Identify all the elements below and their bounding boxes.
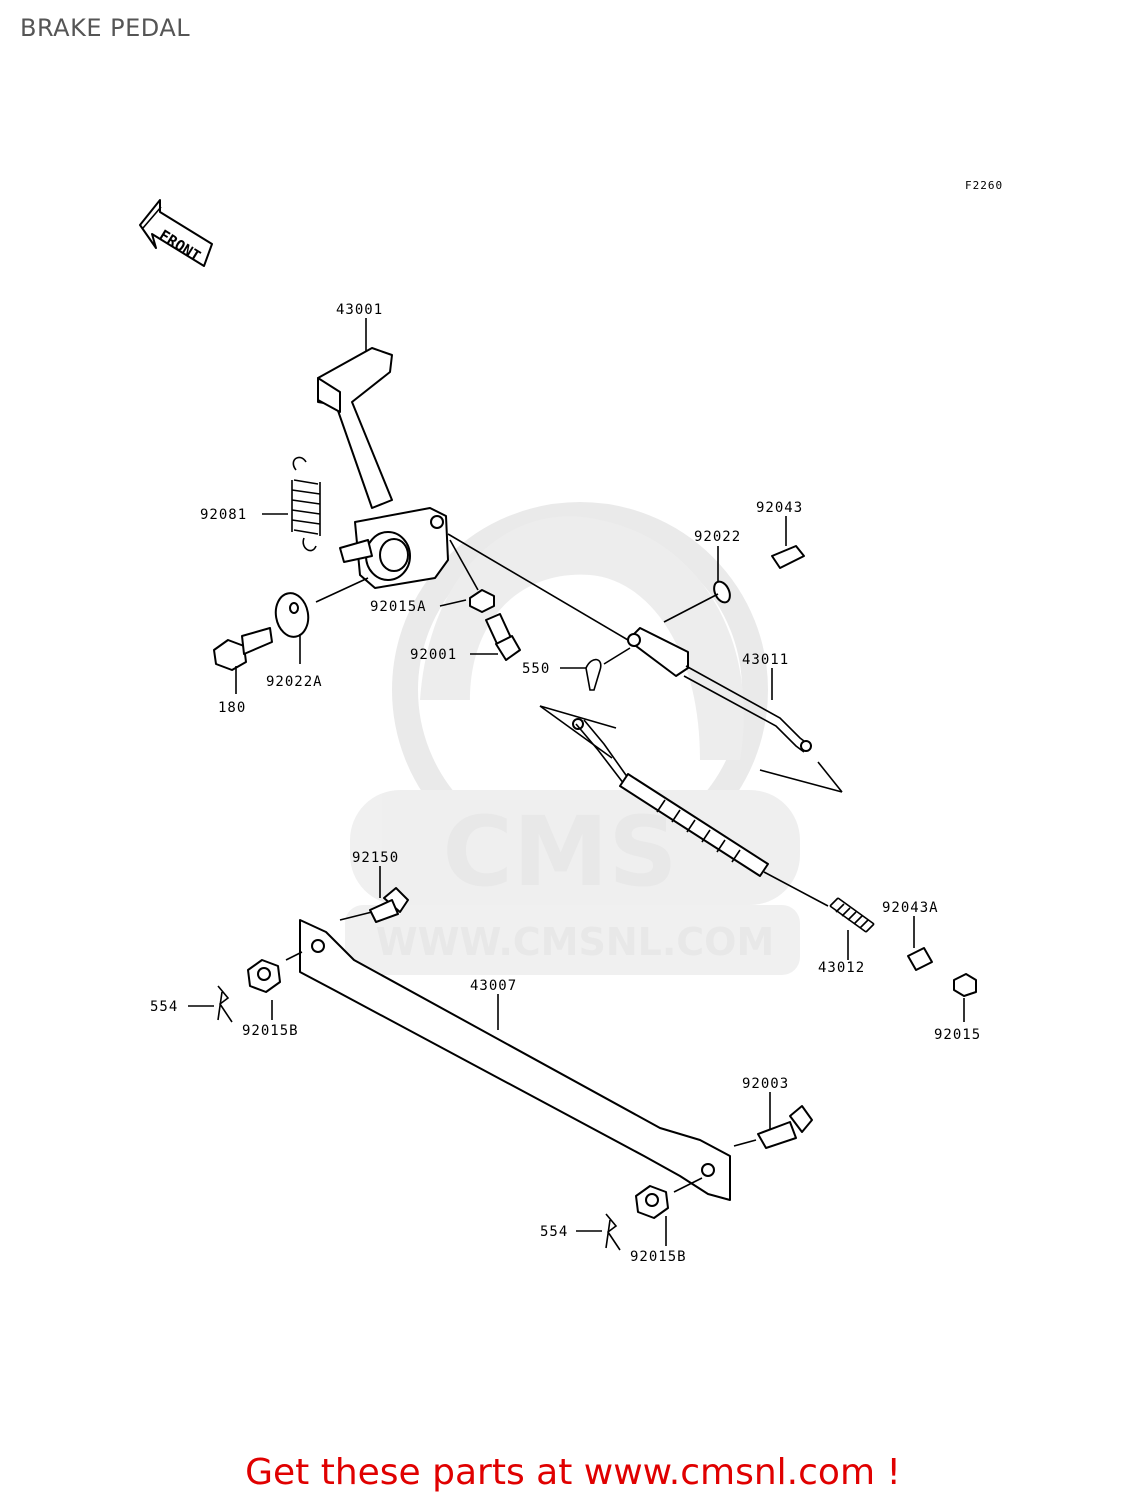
callout-43001: 43001: [336, 302, 383, 318]
washer-92022a-part: [274, 592, 310, 638]
bolt-92001-part: [485, 613, 521, 661]
callout-92022: 92022: [694, 529, 741, 545]
callout-180: 180: [218, 700, 246, 716]
nut-92015b-lower-part: [635, 1185, 669, 1219]
callout-92043: 92043: [756, 500, 803, 516]
front-arrow-icon: FRONT: [139, 199, 213, 267]
leader-lines: [188, 318, 965, 1246]
pin-92043a-part: [907, 947, 933, 971]
callout-92015b-upper: 92015B: [242, 1023, 299, 1039]
nut-92015a-part: [469, 589, 495, 613]
bolt-92003-part: [757, 1105, 813, 1149]
callout-92022a: 92022A: [266, 674, 323, 690]
pin-92043-part: [771, 545, 805, 569]
return-spring-part: [291, 456, 321, 552]
figure-code: F2260: [965, 179, 1003, 192]
cotter-pin-550-part: [585, 658, 602, 691]
callout-554-upper: 554: [150, 999, 178, 1015]
callout-92001: 92001: [410, 647, 457, 663]
callout-92150: 92150: [352, 850, 399, 866]
page-title: BRAKE PEDAL: [20, 14, 191, 42]
nut-92015b-upper-part: [247, 959, 281, 993]
clip-554-lower-part: [605, 1213, 621, 1251]
spring-43012-part: [829, 897, 875, 933]
watermark-logo: CMS WWW.CMSNL.COM: [345, 502, 800, 975]
callout-92043a: 92043A: [882, 900, 939, 916]
callout-550: 550: [522, 661, 550, 677]
callout-labels: 43001 92081 92015A 92001 180 92022A 9204…: [150, 302, 981, 1265]
callout-92015a: 92015A: [370, 599, 427, 615]
brake-rod-43011-part: [627, 627, 812, 753]
promo-banner[interactable]: Get these parts at www.cmsnl.com !: [245, 1452, 901, 1493]
callout-92003: 92003: [742, 1076, 789, 1092]
watermark-logo-text: CMS: [442, 796, 677, 908]
callout-92015: 92015: [934, 1027, 981, 1043]
callout-92015b-lower: 92015B: [630, 1249, 687, 1265]
callout-43011: 43011: [742, 652, 789, 668]
brake-pedal-part: [317, 347, 449, 589]
callout-43012: 43012: [818, 960, 865, 976]
callout-43007: 43007: [470, 978, 517, 994]
watermark-url-text: WWW.CMSNL.COM: [376, 920, 775, 964]
bolt-92150-part: [369, 887, 409, 923]
brake-bar-43007-part: [299, 919, 731, 1201]
nut-92015-part: [953, 973, 977, 997]
callout-92081: 92081: [200, 507, 247, 523]
callout-554-lower: 554: [540, 1224, 568, 1240]
clip-554-upper-part: [217, 985, 233, 1023]
brake-rod-43012-part: [572, 718, 769, 877]
pivot-bolt-180-part: [213, 627, 273, 671]
